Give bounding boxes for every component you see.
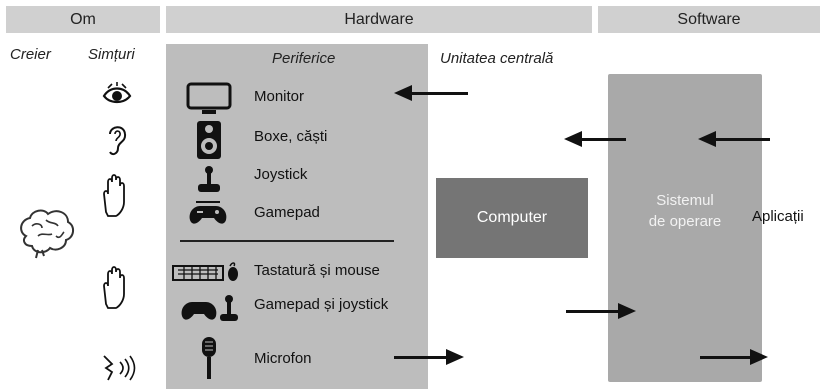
header-software: Software [598, 6, 820, 33]
ear-icon [109, 126, 127, 156]
header-hardware-label: Hardware [344, 10, 414, 28]
hand-icon [103, 174, 125, 217]
device-label-keyboard-mouse: Tastatură și mouse [254, 262, 380, 279]
operating-system-panel [608, 74, 762, 382]
device-label-monitor: Monitor [254, 88, 305, 105]
touch-hand-icon [103, 266, 125, 309]
creier-label: Creier [10, 46, 51, 63]
gamepad-icon [189, 201, 227, 224]
os-label: Sistemul de operare [608, 192, 762, 230]
os-label-line2: de operare [648, 213, 722, 230]
header-om-label: Om [70, 10, 96, 28]
simturi-label: Simțuri [88, 46, 135, 63]
computer-box: Computer [436, 178, 588, 258]
voice-icon [103, 355, 136, 381]
os-label-line1: Sistemul [656, 192, 714, 209]
device-label-gamepad-joystick: Gamepad și joystick [254, 296, 389, 313]
periferice-label: Periferice [272, 50, 336, 67]
speaker-icon [197, 121, 221, 159]
device-label-microphone: Microfon [254, 350, 312, 367]
device-label-joystick: Joystick [254, 166, 308, 183]
keyboard-mouse-icon [172, 262, 238, 281]
header-om: Om [6, 6, 160, 33]
microphone-icon [202, 337, 216, 379]
eye-icon [102, 82, 132, 104]
brain-icon [20, 209, 74, 259]
gamepad-joystick-icon [181, 295, 238, 321]
divider [180, 240, 394, 242]
joystick-icon [198, 166, 220, 192]
computer-label: Computer [476, 209, 548, 226]
aplicatii-label: Aplicații [752, 208, 804, 225]
header-software-label: Software [677, 10, 741, 28]
device-label-gamepad: Gamepad [254, 204, 320, 221]
header-hardware: Hardware [166, 6, 592, 33]
unitatea-centrala-label: Unitatea centrală [440, 50, 554, 67]
monitor-icon [186, 82, 232, 114]
device-label-speakers: Boxe, căști [254, 128, 328, 145]
